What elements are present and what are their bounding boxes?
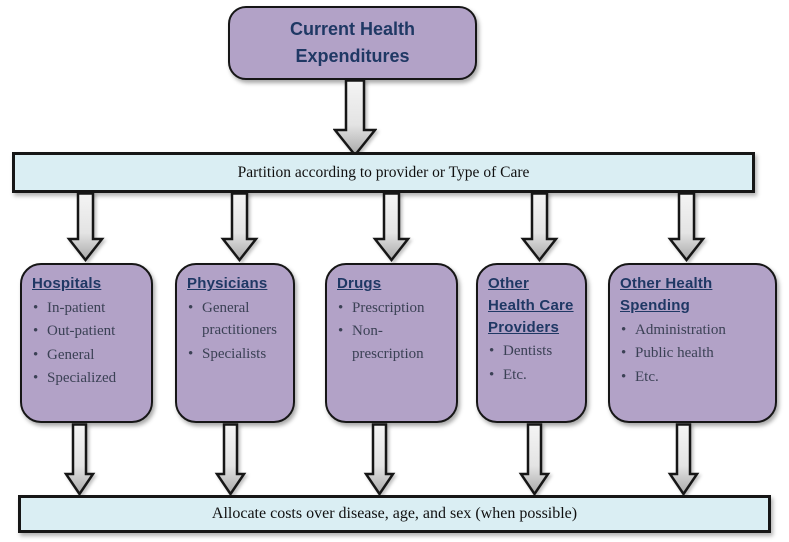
down-arrow-icon: [66, 192, 105, 262]
list-item: Specialized: [32, 367, 145, 390]
list-item: Prescription: [337, 297, 450, 320]
list-item: General practitioners: [187, 297, 287, 342]
down-arrow-icon: [63, 423, 96, 496]
list-item: General: [32, 344, 145, 367]
category-heading: Other Health Spending: [620, 275, 713, 314]
list-item: Etc.: [620, 366, 769, 389]
down-arrow-icon: [667, 192, 706, 262]
category-heading: Hospitals: [32, 275, 102, 292]
list-item: Dentists: [488, 340, 579, 363]
category-box-other-health-care-providers: Other Health Care Providers Dentists Etc…: [476, 263, 587, 423]
partition-bar: Partition according to provider or Type …: [12, 152, 755, 193]
down-arrow-icon: [518, 423, 551, 496]
list-item: Specialists: [187, 343, 287, 366]
allocation-bar-label: Allocate costs over disease, age, and se…: [211, 505, 578, 522]
category-box-drugs: Drugs Prescription Non-prescription: [325, 263, 458, 423]
root-node-title: Current Health Expenditures: [289, 19, 415, 66]
root-node-current-health-expenditures: Current Health Expenditures: [228, 6, 477, 80]
category-item-list: In-patient Out-patient General Specializ…: [32, 297, 145, 390]
down-arrow-icon: [520, 192, 559, 262]
category-item-list: General practitioners Specialists: [187, 297, 287, 366]
category-heading: Other Health Care Providers: [488, 275, 574, 336]
partition-bar-label: Partition according to provider or Type …: [237, 163, 530, 181]
category-box-physicians: Physicians General practitioners Special…: [175, 263, 295, 423]
list-item: Non-prescription: [337, 320, 450, 365]
category-box-other-health-spending: Other Health Spending Administration Pub…: [608, 263, 777, 423]
down-arrow-icon: [372, 192, 411, 262]
down-arrow-icon: [214, 423, 247, 496]
list-item: In-patient: [32, 297, 145, 320]
down-arrow-icon: [363, 423, 396, 496]
category-item-list: Administration Public health Etc.: [620, 319, 769, 389]
category-item-list: Dentists Etc.: [488, 340, 579, 386]
allocation-bar: Allocate costs over disease, age, and se…: [18, 495, 771, 533]
category-heading: Physicians: [187, 275, 268, 292]
list-item: Administration: [620, 319, 769, 342]
category-item-list: Prescription Non-prescription: [337, 297, 450, 366]
category-box-hospitals: Hospitals In-patient Out-patient General…: [20, 263, 153, 423]
list-item: Out-patient: [32, 320, 145, 343]
list-item: Etc.: [488, 364, 579, 387]
down-arrow-icon: [220, 192, 259, 262]
category-heading: Drugs: [337, 275, 382, 292]
down-arrow-icon: [333, 79, 377, 157]
list-item: Public health: [620, 342, 769, 365]
down-arrow-icon: [667, 423, 700, 496]
